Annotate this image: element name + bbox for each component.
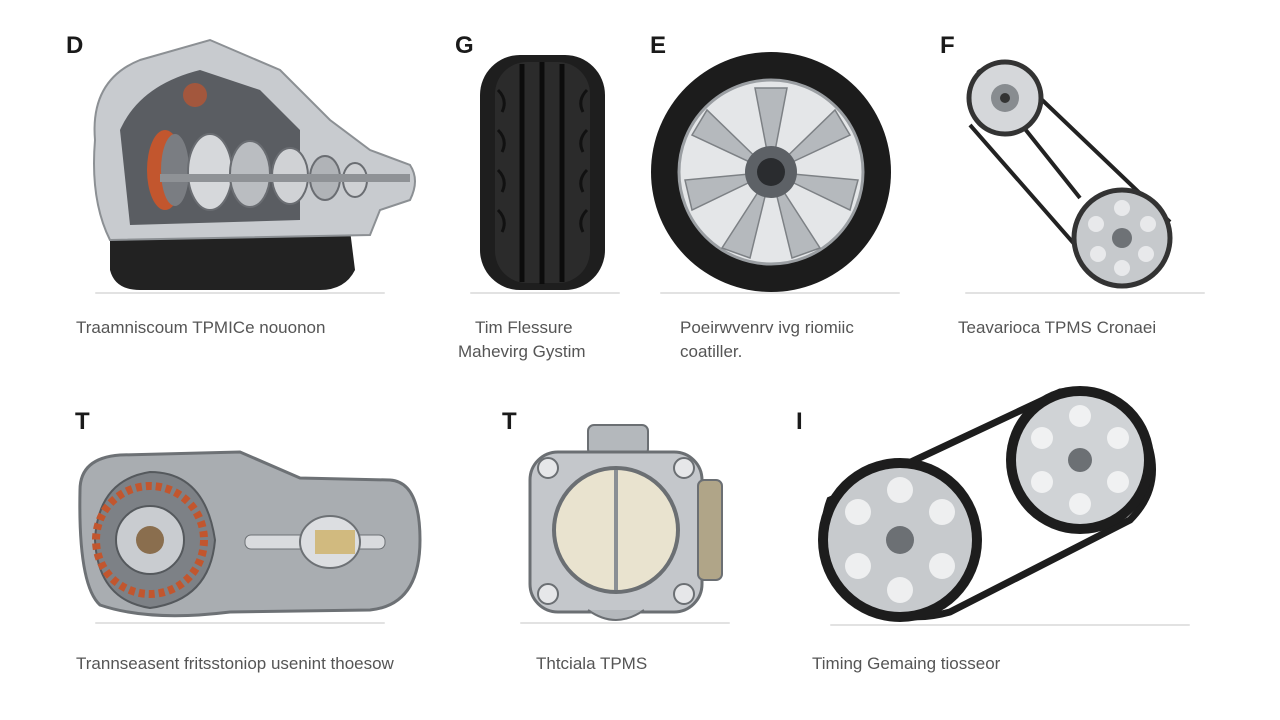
panel-letter: E	[650, 32, 667, 59]
belt-pulley-icon	[966, 59, 1173, 289]
panel-transmission-housing: T Trannseasent fritsstoniop usenint thoe…	[0, 380, 470, 720]
panel-caption: Traamniscoum TPMICe nouonon	[76, 318, 326, 337]
panel-caption: Poeirwvenrv ivg riomiic	[680, 318, 854, 337]
panel-letter: T	[75, 408, 90, 435]
wheel-icon	[651, 52, 891, 292]
panel-caption: Timing Gemaing tiosseor	[812, 654, 1001, 673]
panel-caption: Thtciala TPMS	[536, 654, 648, 673]
panel-timing-belt: I Timing Gemaing tiosseor	[790, 380, 1260, 720]
transmission-cutaway-icon	[93, 38, 416, 290]
panel-throttle-body: T Thtciala TPMS	[470, 380, 790, 720]
panel-caption: Teavarioca TPMS Cronaei	[958, 318, 1157, 337]
panel-transmission-cutaway: D Traamniscoum TPMICe nouonon	[0, 0, 440, 380]
timing-belt-icon	[818, 386, 1156, 622]
transmission-housing-icon	[78, 450, 422, 618]
panel-tire: G Tim Flessure Mahevirg Gystim	[440, 0, 630, 380]
panel-caption-line2: coatiller.	[680, 342, 743, 361]
tire-icon	[480, 55, 605, 290]
panel-wheel: E Poeirwvenrv ivg riomiic coatiller.	[630, 0, 920, 380]
panel-letter: I	[796, 408, 803, 435]
panel-letter: T	[502, 408, 517, 435]
panel-belt-pulley: F Teavarioca TPMS Cronaei	[920, 0, 1260, 380]
panel-letter: G	[455, 32, 474, 59]
throttle-body-icon	[528, 424, 723, 621]
panel-caption-line2: Mahevirg Gystim	[458, 342, 586, 361]
panel-letter: D	[66, 32, 84, 59]
panel-caption: Tim Flessure	[475, 318, 573, 337]
panel-caption: Trannseasent fritsstoniop usenint thoeso…	[76, 654, 394, 673]
panel-letter: F	[940, 32, 955, 59]
